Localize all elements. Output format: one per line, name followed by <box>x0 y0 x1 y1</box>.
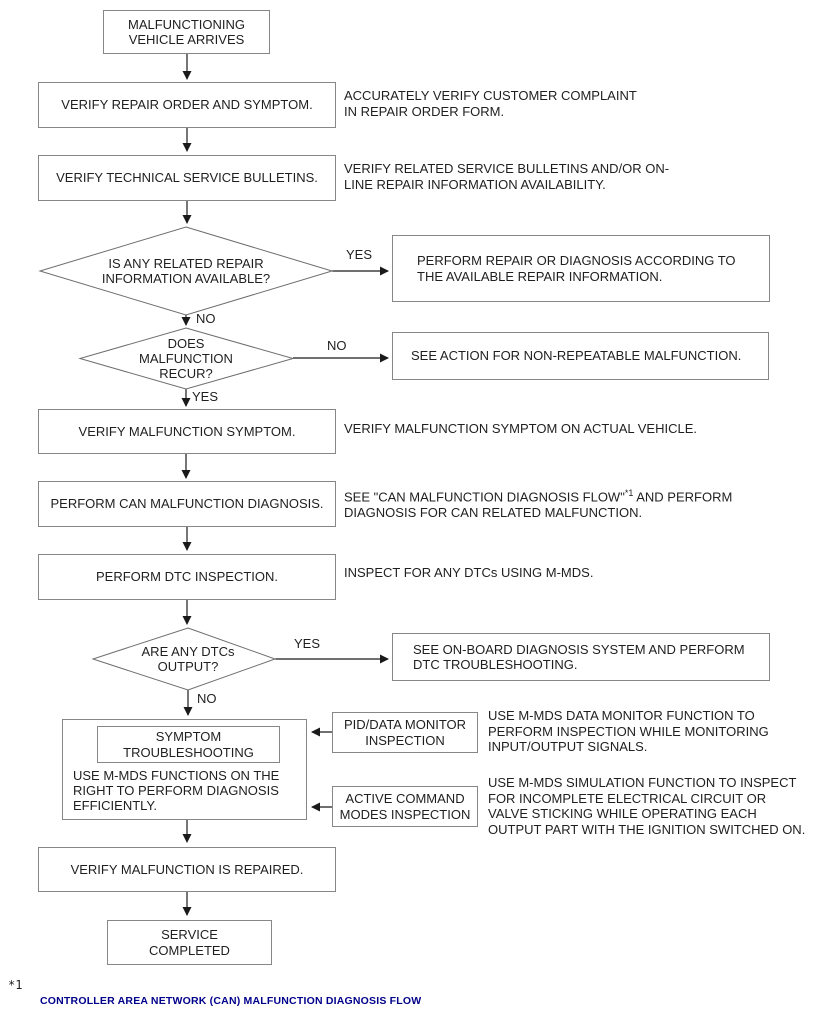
decision-dtc-label: ARE ANY DTCs OUTPUT? <box>141 644 235 674</box>
note-can-diagnosis: SEE "CAN MALFUNCTION DIAGNOSIS FLOW"*1 A… <box>344 486 732 520</box>
decision-repair-info-diamond <box>38 226 334 316</box>
node-start: MALFUNCTIONING VEHICLE ARRIVES <box>103 10 270 54</box>
decision-dtc-no-label: NO <box>197 691 217 706</box>
node-obd-troubleshooting: SEE ON-BOARD DIAGNOSIS SYSTEM AND PERFOR… <box>392 633 770 681</box>
decision-recur-no-label: NO <box>327 338 347 353</box>
decision-dtc-yes-label: YES <box>294 636 321 651</box>
node-end: SERVICE COMPLETED <box>107 920 272 965</box>
flow-title: CONTROLLER AREA NETWORK (CAN) MALFUNCTIO… <box>40 995 422 1007</box>
note-dtc-inspection: INSPECT FOR ANY DTCs USING M-MDS. <box>344 565 594 580</box>
decision-recur-label: DOES MALFUNCTION RECUR? <box>139 336 233 381</box>
node-dtc-inspection: PERFORM DTC INSPECTION. <box>38 554 336 600</box>
node-non-repeatable: SEE ACTION FOR NON-REPEATABLE MALFUNCTIO… <box>392 332 769 380</box>
note-pid-monitor: USE M-MDS DATA MONITOR FUNCTION TO PERFO… <box>488 708 769 754</box>
note-verify-symptom: VERIFY MALFUNCTION SYMPTOM ON ACTUAL VEH… <box>344 421 697 436</box>
node-can-diagnosis: PERFORM CAN MALFUNCTION DIAGNOSIS. <box>38 481 336 527</box>
node-verify-repair-order: VERIFY REPAIR ORDER AND SYMPTOM. <box>38 82 336 128</box>
decision-dtc-diamond <box>91 627 277 691</box>
note-active-command: USE M-MDS SIMULATION FUNCTION TO INSPECT… <box>488 775 806 837</box>
decision-repair-info-label: IS ANY RELATED REPAIR INFORMATION AVAILA… <box>101 256 271 286</box>
decision-recur-diamond <box>78 327 295 390</box>
note-verify-repair-order: ACCURATELY VERIFY CUSTOMER COMPLAINT IN … <box>344 88 637 119</box>
note-can-diagnosis-suffix: AND PERFORM DIAGNOSIS FOR CAN RELATED MA… <box>344 489 733 520</box>
node-verify-repaired: VERIFY MALFUNCTION IS REPAIRED. <box>38 847 336 892</box>
node-verify-tsb: VERIFY TECHNICAL SERVICE BULLETINS. <box>38 155 336 201</box>
symptom-troubleshooting-title-box: SYMPTOM TROUBLESHOOTING <box>97 726 280 763</box>
decision-repair-info-yes-label: YES <box>346 247 373 262</box>
decision-repair-info-no-label: NO <box>196 311 216 326</box>
note-verify-tsb: VERIFY RELATED SERVICE BULLETINS AND/OR … <box>344 161 670 192</box>
symptom-troubleshooting-body: USE M-MDS FUNCTIONS ON THE RIGHT TO PERF… <box>73 768 280 813</box>
node-symptom-troubleshooting: SYMPTOM TROUBLESHOOTING USE M-MDS FUNCTI… <box>62 719 307 820</box>
node-active-command: ACTIVE COMMAND MODES INSPECTION <box>332 786 478 827</box>
note-can-diagnosis-footnote-ref: *1 <box>624 488 634 498</box>
note-can-diagnosis-prefix: SEE "CAN MALFUNCTION DIAGNOSIS FLOW" <box>344 489 625 505</box>
footnote-marker: *1 <box>8 978 23 992</box>
node-pid-monitor: PID/DATA MONITOR INSPECTION <box>332 712 478 753</box>
node-perform-repair: PERFORM REPAIR OR DIAGNOSIS ACCORDING TO… <box>392 235 770 302</box>
node-verify-symptom: VERIFY MALFUNCTION SYMPTOM. <box>38 409 336 454</box>
decision-recur-yes-label: YES <box>192 389 219 404</box>
